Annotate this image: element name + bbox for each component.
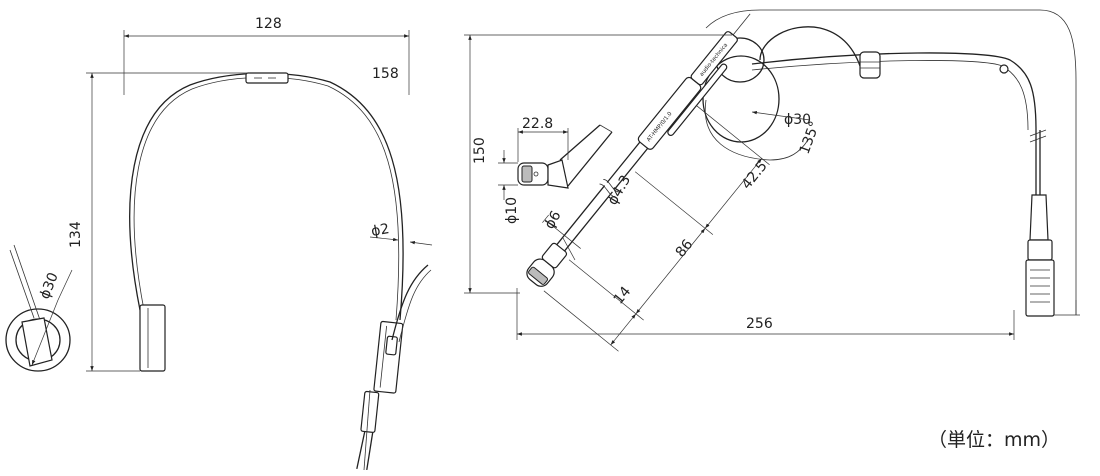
dim-134-label: 134 [68,221,84,248]
dim-86-label: 86 [673,237,697,261]
ear-hanger-left [139,304,166,372]
dim-256-label: 256 [746,316,773,332]
headband-loop [759,26,861,67]
dim-14-label: 14 [611,284,635,308]
side-view: AT-HMP/0/1.0 audio-technica ϕ6 ϕ4.3 86 1… [464,9,1080,352]
headband-wire [129,72,404,321]
mic-cable-front [391,264,429,341]
ear-hanger-right [373,320,404,394]
dim-425-label: 42.5 [739,158,771,192]
dim-158-label: 158 [372,66,399,82]
boom-arm: AT-HMP/0/1.0 audio-technica [526,13,770,352]
mic-head-detail: 22.8 ϕ10 [498,116,613,224]
wire-sleeve [245,72,289,84]
dim-phi30-right-label: ϕ30 [784,112,811,128]
dim-128-label: 128 [255,16,282,32]
front-view: 128 158 134 ϕ2 ϕ30 [5,16,433,471]
dim-phi2-label: ϕ2 [370,221,391,240]
dim-phi10-label: ϕ10 [504,197,520,224]
dim-228-label: 22.8 [522,116,553,132]
unit-note: （単位：mm） [928,429,1060,451]
dim-150-label: 150 [472,137,488,164]
dim-phi6-label: ϕ6 [542,208,565,232]
dim-phi30-left-label: ϕ30 [37,270,62,301]
connector [1025,194,1055,317]
dim-phi43-label: ϕ4.3 [605,173,635,208]
band-clip [859,51,881,79]
ear-ring-left: ϕ30 [5,244,73,372]
